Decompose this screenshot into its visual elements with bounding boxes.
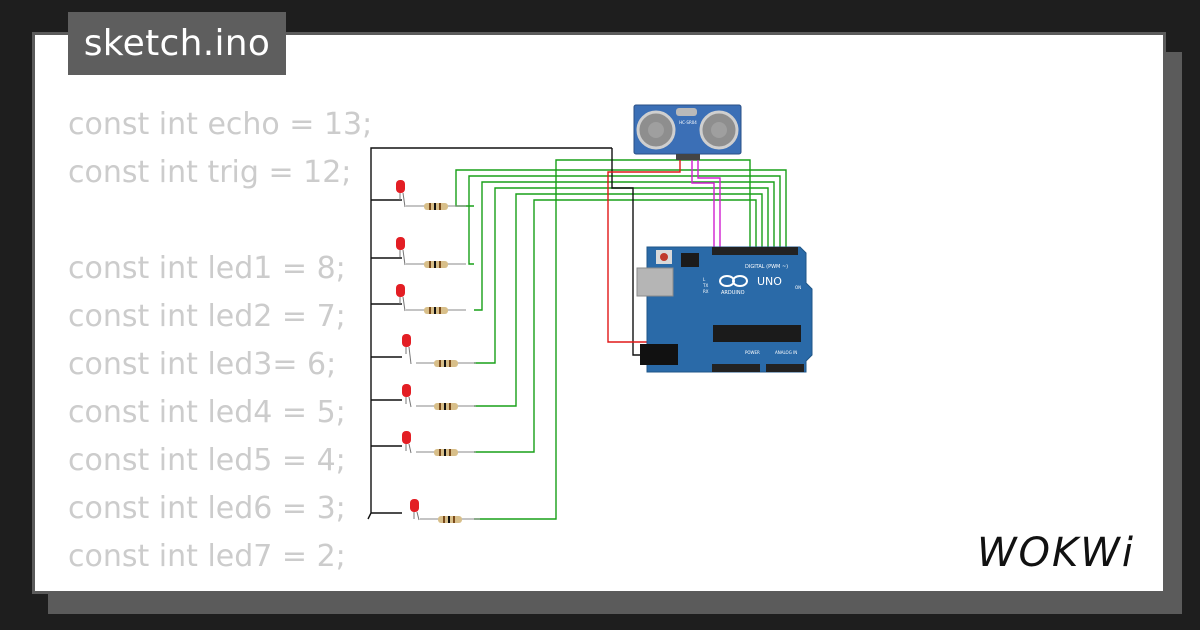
power-label: POWER [745, 350, 760, 355]
power-jack [640, 344, 678, 365]
microcontroller-chip [713, 325, 801, 342]
code-line: const int led5 = 4; [68, 443, 346, 478]
code-line: const int led6 = 3; [68, 491, 346, 526]
code-preview: const int echo = 13; const int trig = 12;… [68, 101, 372, 581]
resistor-3[interactable] [406, 307, 466, 314]
led-1[interactable] [396, 180, 406, 208]
digital-label: DIGITAL (PWM ~) [745, 264, 788, 270]
code-line: const int led4 = 5; [68, 395, 346, 430]
code-line: const int led1 = 8; [68, 251, 346, 286]
digital-header [712, 247, 798, 255]
wire-led4[interactable] [474, 187, 769, 364]
usb-port [636, 267, 674, 297]
code-line: const int led3= 6; [68, 347, 337, 382]
l-label: L [703, 277, 706, 282]
arduino-logo-icon [719, 275, 748, 287]
resistor-7[interactable] [420, 516, 480, 523]
led-2[interactable] [396, 237, 406, 266]
code-line: const int led2 = 7; [68, 299, 346, 334]
wire-led7[interactable] [474, 159, 751, 520]
analog-label: ANALOG IN [775, 350, 797, 355]
wokwi-logo: WOKWi [977, 530, 1135, 576]
svg-text:WOKWi: WOKWi [977, 530, 1135, 576]
code-line: const int echo = 13; [68, 107, 373, 142]
wires [367, 147, 787, 520]
wire-led6[interactable] [474, 199, 757, 453]
led-7[interactable] [410, 499, 420, 521]
resistor-2[interactable] [406, 261, 466, 268]
file-tab-title: sketch.ino [68, 12, 286, 75]
led-6[interactable] [402, 431, 412, 454]
board-brand: ARDUINO [721, 290, 745, 296]
led-3[interactable] [396, 284, 406, 312]
analog-header [766, 364, 804, 372]
resistor-4[interactable] [416, 360, 476, 367]
board-model: UNO [757, 275, 782, 288]
led-group [396, 180, 480, 523]
resistor-6[interactable] [416, 449, 476, 456]
tx-label: TX [702, 283, 708, 288]
project-card [32, 32, 1166, 594]
wire-sensor-echo[interactable] [697, 160, 721, 249]
resistor-5[interactable] [416, 403, 476, 410]
code-line: const int trig = 12; [68, 155, 352, 190]
ultrasonic-sensor[interactable]: HC-SR04 [633, 104, 742, 160]
ground-bus[interactable] [367, 147, 612, 520]
sensor-label: HC-SR04 [679, 120, 697, 125]
code-line: const int led7 = 2; [68, 539, 346, 574]
on-label: ON [795, 285, 801, 290]
resistor-1[interactable] [406, 203, 466, 210]
led-5[interactable] [402, 384, 412, 408]
rx-label: RX [703, 289, 709, 294]
power-header [712, 364, 760, 372]
wire-sensor-trig[interactable] [691, 160, 715, 249]
wire-led3[interactable] [474, 181, 775, 311]
wire-led5[interactable] [474, 193, 763, 407]
led-4[interactable] [402, 334, 412, 365]
wire-led2[interactable] [468, 175, 781, 265]
arduino-uno-board[interactable]: DIGITAL (PWM ~) UNO ARDUINO TX RX L ON P… [636, 246, 813, 373]
